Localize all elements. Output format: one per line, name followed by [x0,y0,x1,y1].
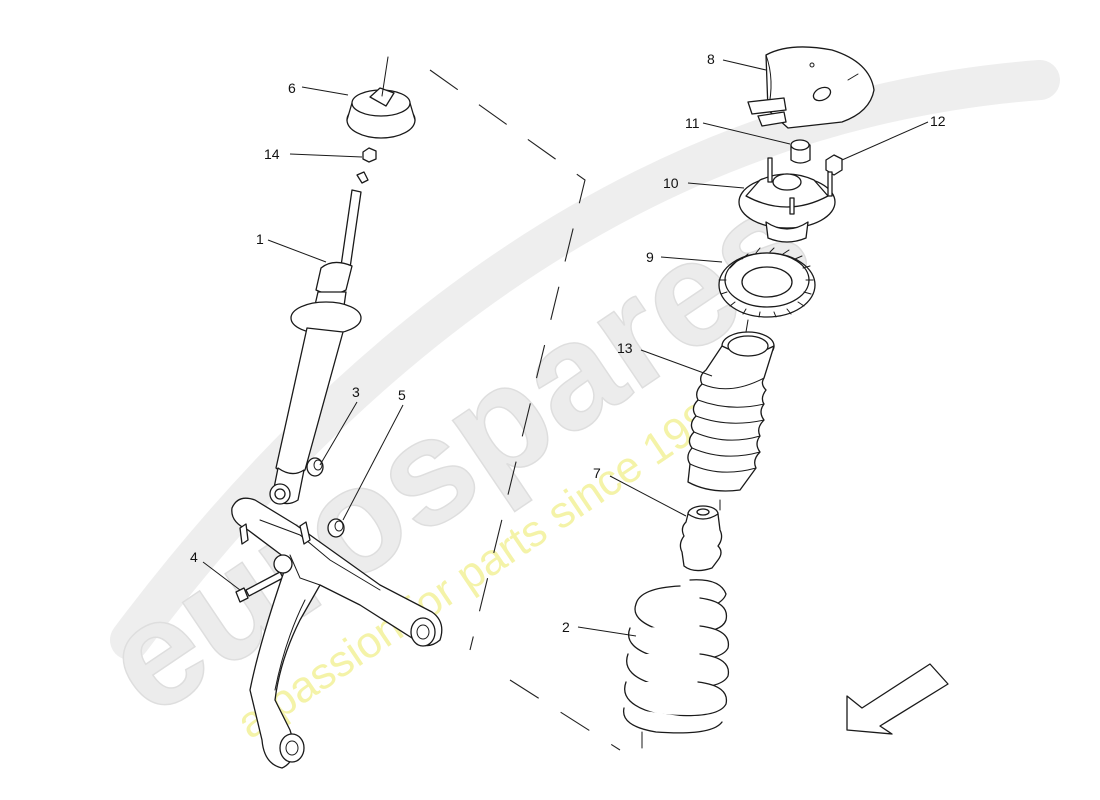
part-2-coil-spring [622,499,730,749]
part-13-dust-boot [687,319,775,492]
callout-12: 12 [930,113,946,129]
callout-10: 10 [663,175,679,191]
direction-arrow-icon [846,663,949,735]
watermark-swoosh [110,60,1060,660]
callout-8: 8 [707,51,715,67]
callout-11: 11 [685,115,700,131]
callout-leaders [202,59,929,637]
callout-1: 1 [256,231,264,247]
watermark: eurospares a passion for parts since 198… [73,60,1060,748]
part-14-nut [362,147,377,163]
callout-6: 6 [288,80,296,96]
callout-2: 2 [562,619,570,635]
lower-control-arm [231,497,443,769]
part-5-bushing [327,518,345,538]
separator-upper [429,69,586,651]
callout-13: 13 [617,340,633,356]
part-7-bump-stop [679,505,723,572]
callout-3: 3 [352,384,360,400]
separator-lines [429,69,621,751]
part-6-strut-cap [346,56,416,139]
part-9-spring-isolator [718,247,816,318]
callout-labels: 6 14 1 3 5 4 8 11 12 10 9 13 7 2 [190,51,946,635]
callout-9: 9 [646,249,654,265]
part-1-shock-absorber [269,171,369,505]
callout-4: 4 [190,549,198,565]
separator-lower [509,679,621,751]
callout-7: 7 [593,465,601,481]
part-11-bushing [790,139,811,164]
part-3-bushing [306,457,324,477]
part-8-top-cover [747,46,875,129]
callout-14: 14 [264,146,280,162]
part-12-nut [825,154,843,176]
callout-5: 5 [398,387,406,403]
part-10-top-mount [738,157,836,243]
